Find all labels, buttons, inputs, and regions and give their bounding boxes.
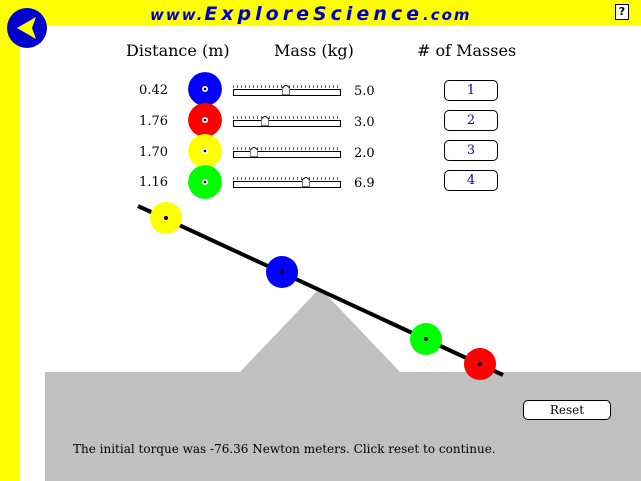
- help-icon[interactable]: ?: [615, 4, 629, 20]
- mass-slider-3[interactable]: [233, 151, 341, 158]
- lever-mass-red[interactable]: [464, 348, 496, 380]
- site-prefix: www.: [150, 6, 205, 24]
- mass-value-4: 6.9: [354, 176, 375, 191]
- distance-header: Distance (m): [126, 41, 230, 60]
- slider-ticks-3: [233, 147, 339, 150]
- slider-thumb-3[interactable]: [250, 147, 259, 157]
- ground: [45, 372, 641, 481]
- mass-circle-red[interactable]: [188, 103, 222, 137]
- lever-mass-green[interactable]: [410, 323, 442, 355]
- lever-mass-blue[interactable]: [266, 256, 298, 288]
- distance-value-2: 1.76: [139, 114, 168, 129]
- back-arrow-shape[interactable]: [17, 17, 36, 39]
- distance-value-3: 1.70: [139, 145, 168, 160]
- mass-count-button-2[interactable]: 2: [444, 110, 498, 131]
- mass-count-button-4[interactable]: 4: [444, 170, 498, 191]
- site-title: www.ExploreScience.com: [150, 3, 472, 25]
- left-banner: [0, 0, 20, 481]
- num-masses-header: # of Masses: [417, 41, 517, 60]
- site-name: ExploreScience: [204, 3, 423, 25]
- lever-mass-yellow[interactable]: [150, 202, 182, 234]
- mass-circle-blue[interactable]: [188, 72, 222, 106]
- mass-slider-4[interactable]: [233, 181, 341, 188]
- mass-value-3: 2.0: [354, 146, 375, 161]
- distance-value-4: 1.16: [139, 175, 168, 190]
- fulcrum: [240, 288, 400, 372]
- mass-slider-2[interactable]: [233, 120, 341, 127]
- slider-thumb-4[interactable]: [302, 177, 311, 187]
- slider-thumb-1[interactable]: [282, 85, 290, 95]
- lever-beam: [137, 204, 504, 377]
- mass-count-button-1[interactable]: 1: [444, 80, 498, 101]
- mass-circle-yellow[interactable]: [188, 134, 222, 168]
- top-banner: [0, 0, 641, 26]
- mass-value-2: 3.0: [354, 115, 375, 130]
- mass-circle-green[interactable]: [188, 165, 222, 199]
- site-suffix: .com: [423, 6, 472, 24]
- mass-value-1: 5.0: [354, 84, 375, 99]
- mass-count-button-3[interactable]: 3: [444, 140, 498, 161]
- slider-ticks-2: [233, 116, 339, 119]
- status-message: The initial torque was -76.36 Newton met…: [73, 442, 496, 456]
- back-arrow-icon[interactable]: [6, 7, 48, 49]
- slider-thumb-2[interactable]: [260, 116, 269, 126]
- slider-ticks-4: [233, 177, 339, 180]
- mass-header: Mass (kg): [274, 41, 354, 60]
- distance-value-1: 0.42: [139, 83, 168, 98]
- reset-button[interactable]: Reset: [523, 400, 611, 420]
